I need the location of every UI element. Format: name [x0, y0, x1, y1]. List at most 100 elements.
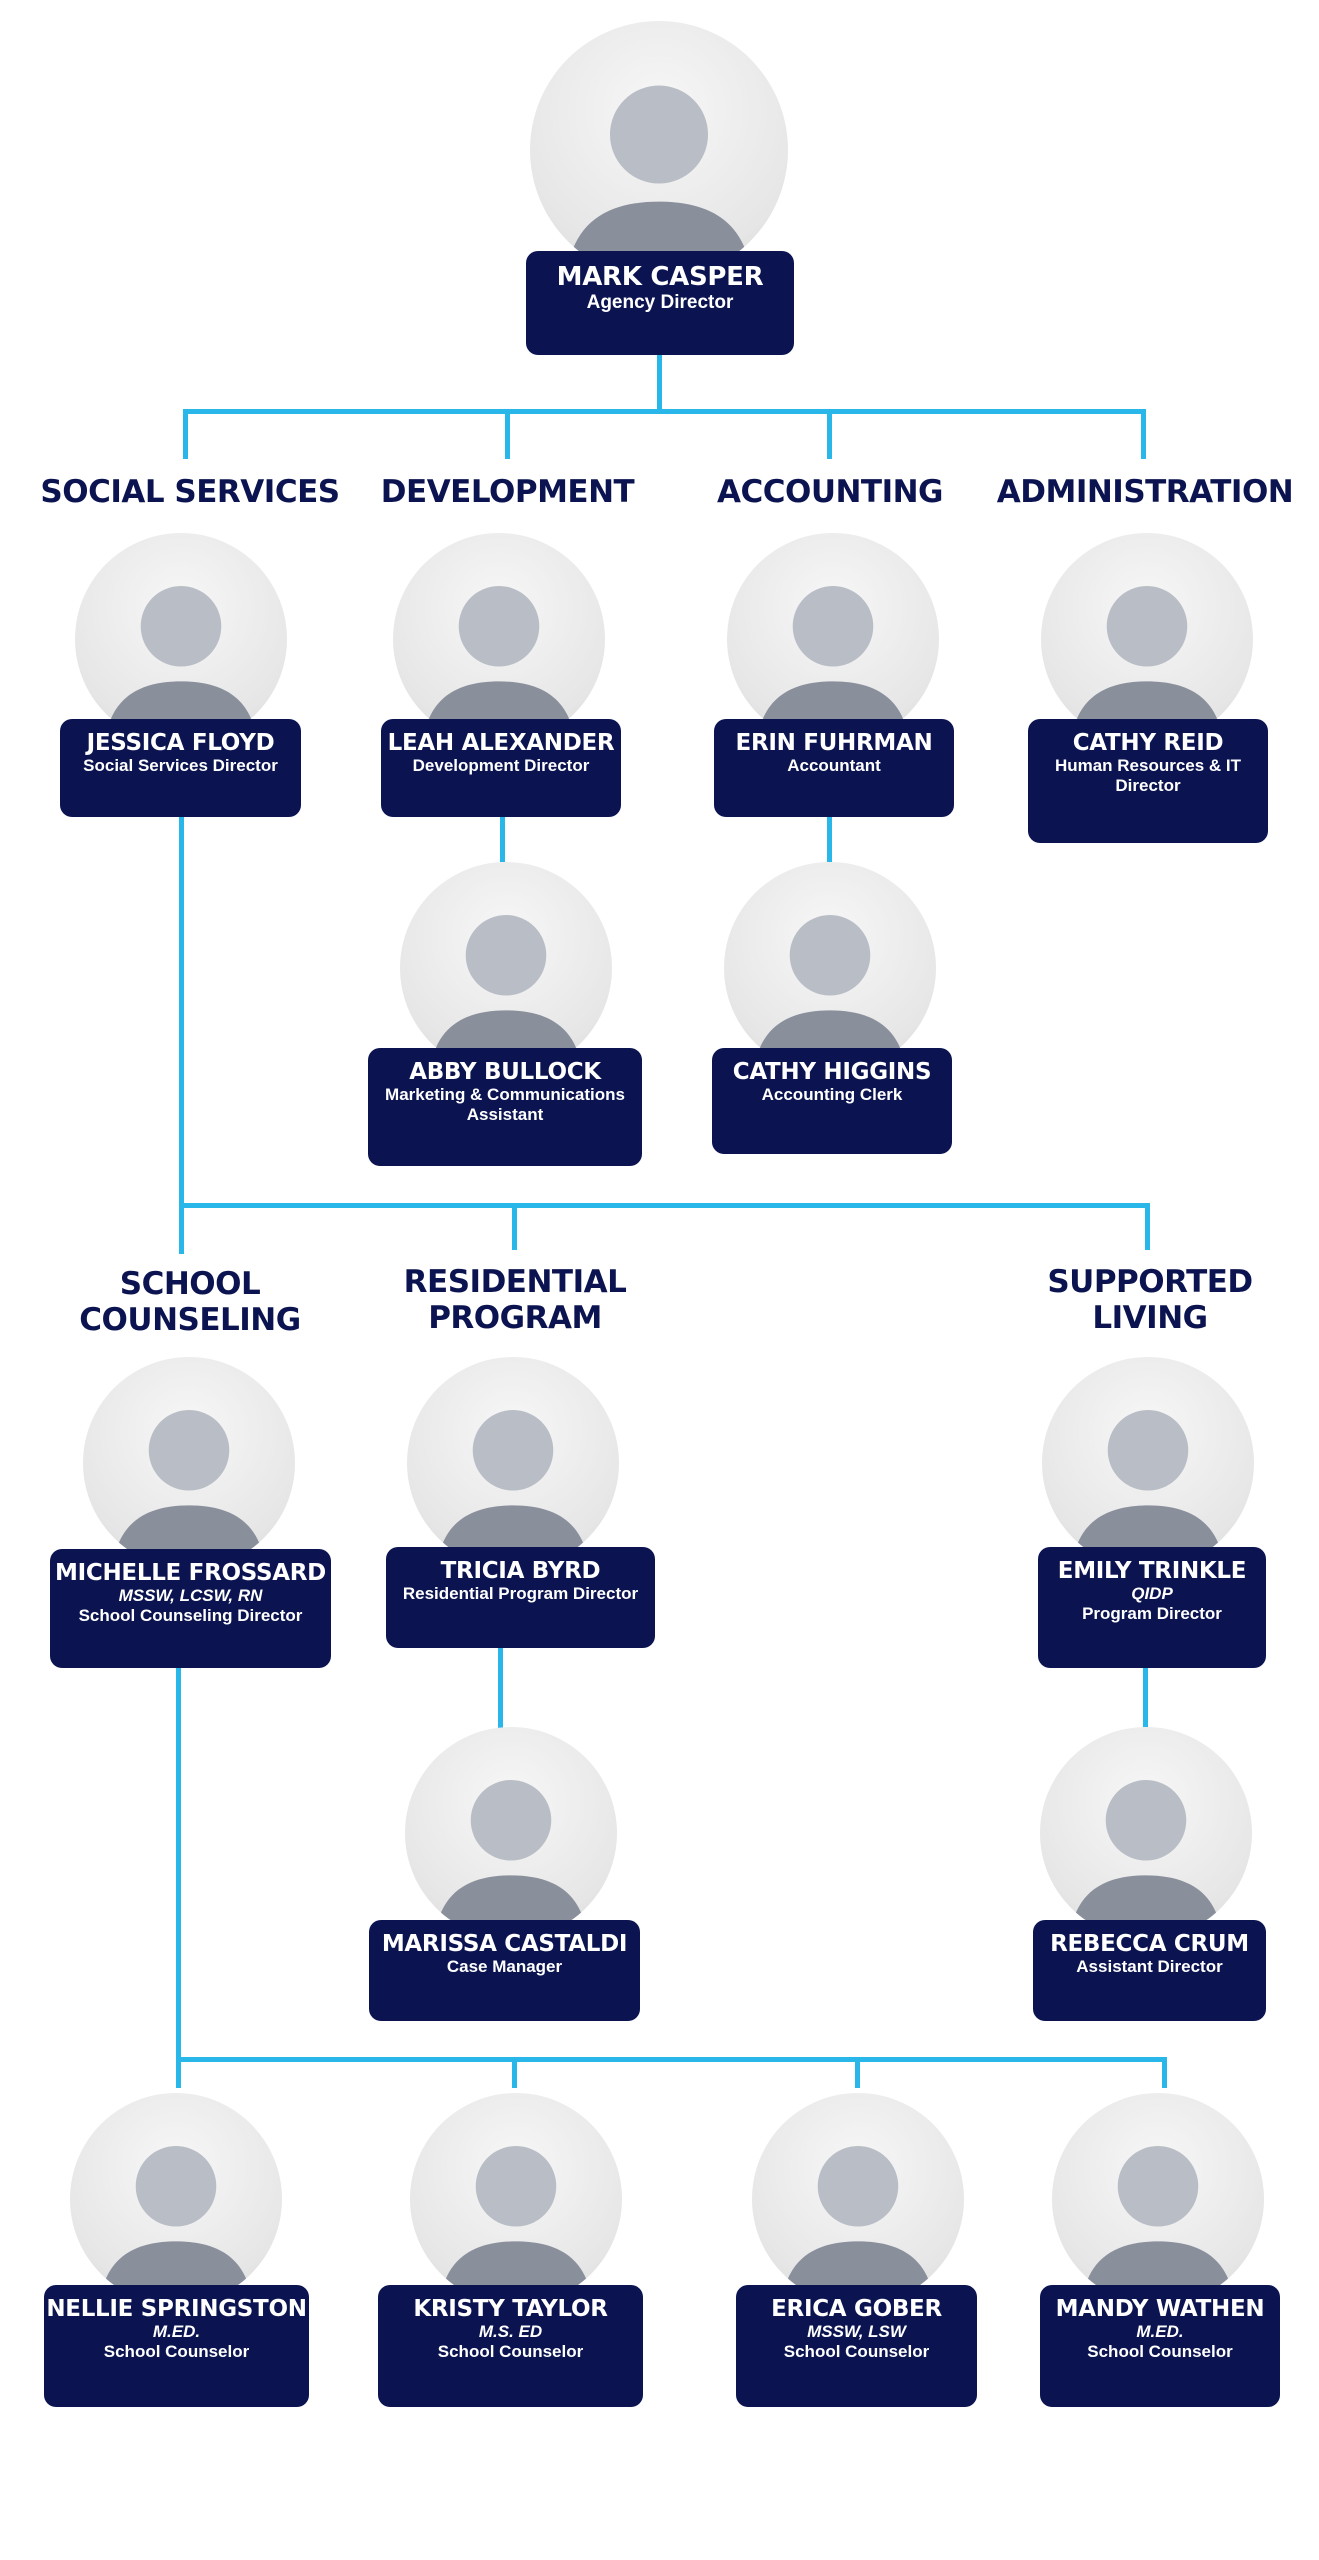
dept-heading-administration: ADMINISTRATION	[996, 474, 1294, 510]
connector-line	[176, 1668, 181, 2088]
heading-line: RESIDENTIAL	[403, 1264, 627, 1300]
portrait-silhouette-icon	[436, 1410, 590, 1569]
person-name: NELLIE SPRINGSTON	[46, 2296, 307, 2322]
connector-line	[498, 1648, 503, 1728]
person-name: MARISSA CASTALDI	[381, 1931, 628, 1957]
avatar-leah-alexander	[393, 533, 605, 745]
connector-line	[827, 815, 832, 862]
person-role: Development Director	[412, 756, 590, 775]
connector-line	[500, 815, 505, 862]
portrait-silhouette-icon	[99, 2146, 253, 2305]
person-role: Social Services Director	[83, 756, 278, 775]
person-role: School Counselor	[103, 2342, 250, 2361]
connector-line	[505, 409, 510, 459]
avatar-cathy-reid	[1041, 533, 1253, 745]
person-name: TRICIA BYRD	[440, 1558, 601, 1584]
dept-heading-development: DEVELOPMENT	[380, 474, 635, 510]
person-credentials: M.ED.	[1136, 2322, 1184, 2341]
person-credentials: MSSW, LCSW, RN	[118, 1586, 263, 1605]
person-credentials: QIDP	[1131, 1584, 1173, 1603]
card-cathy-higgins: CATHY HIGGINS Accounting Clerk	[712, 1048, 952, 1154]
avatar-emily-trinkle	[1042, 1357, 1254, 1569]
portrait-silhouette-icon	[1069, 1780, 1223, 1939]
portrait-silhouette-icon	[1070, 586, 1224, 745]
person-name: LEAH ALEXANDER	[387, 730, 615, 756]
card-mandy-wathen: MANDY WATHEN M.ED. School Counselor	[1040, 2285, 1280, 2407]
connector-line	[1141, 409, 1146, 459]
avatar-kristy-taylor	[410, 2093, 622, 2305]
person-credentials: M.ED.	[152, 2322, 201, 2341]
heading-line: LIVING	[1092, 1300, 1208, 1336]
card-jessica-floyd: JESSICA FLOYD Social Services Director	[60, 719, 301, 817]
person-role: Assistant Director	[1076, 1957, 1223, 1976]
connector-line	[1162, 2057, 1167, 2088]
connector-line	[827, 409, 832, 459]
avatar-mandy-wathen	[1052, 2093, 1264, 2305]
avatar-marissa-castaldi	[405, 1727, 617, 1939]
person-name: MANDY WATHEN	[1055, 2296, 1265, 2322]
avatar-michelle-frossard	[83, 1357, 295, 1569]
person-role: School Counseling Director	[78, 1606, 303, 1625]
person-role: Residential Program Director	[402, 1584, 639, 1603]
card-cathy-reid: CATHY REID Human Resources & IT Director	[1028, 719, 1268, 843]
connector-line	[512, 1203, 517, 1250]
person-role: School Counselor	[783, 2342, 930, 2361]
avatar-abby-bullock	[400, 862, 612, 1074]
avatar-nellie-springston	[70, 2093, 282, 2305]
dept-heading-accounting: ACCOUNTING	[716, 474, 944, 510]
person-name: REBECCA CRUM	[1050, 1931, 1249, 1957]
connector-line	[1143, 1665, 1148, 1728]
person-role: Agency Director	[586, 292, 734, 313]
card-abby-bullock: ABBY BULLOCK Marketing & Communications …	[368, 1048, 642, 1166]
card-leah-alexander: LEAH ALEXANDER Development Director	[381, 719, 621, 817]
person-name: CATHY REID	[1072, 730, 1224, 756]
avatar-mark-casper	[530, 21, 788, 279]
card-emily-trinkle: EMILY TRINKLE QIDP Program Director	[1038, 1547, 1266, 1668]
card-rebecca-crum: REBECCA CRUM Assistant Director	[1033, 1920, 1266, 2021]
person-role: Accounting Clerk	[761, 1085, 903, 1104]
connector-line	[179, 815, 184, 1254]
avatar-erin-fuhrman	[727, 533, 939, 745]
portrait-silhouette-icon	[753, 915, 907, 1074]
connector-line	[1145, 1203, 1150, 1250]
person-name: CATHY HIGGINS	[732, 1059, 932, 1085]
dept-heading-social-services: SOCIAL SERVICES	[40, 474, 340, 510]
portrait-silhouette-icon	[566, 85, 752, 279]
person-name: ERICA GOBER	[771, 2296, 942, 2322]
portrait-silhouette-icon	[756, 586, 910, 745]
portrait-silhouette-icon	[1071, 1410, 1225, 1569]
card-kristy-taylor: KRISTY TAYLOR M.S. ED School Counselor	[378, 2285, 643, 2407]
avatar-jessica-floyd	[75, 533, 287, 745]
card-erica-gober: ERICA GOBER MSSW, LSW School Counselor	[736, 2285, 977, 2407]
avatar-cathy-higgins	[724, 862, 936, 1074]
person-role: Human Resources & IT Director	[1054, 756, 1242, 795]
person-name: MICHELLE FROSSARD	[55, 1560, 326, 1586]
connector-line	[512, 2057, 517, 2088]
person-credentials: MSSW, LSW	[807, 2322, 906, 2341]
card-nellie-springston: NELLIE SPRINGSTON M.ED. School Counselor	[44, 2285, 309, 2407]
person-name: KRISTY TAYLOR	[413, 2296, 608, 2322]
card-mark-casper: MARK CASPER Agency Director	[526, 251, 794, 355]
person-name: ERIN FUHRMAN	[735, 730, 933, 756]
portrait-silhouette-icon	[112, 1410, 266, 1569]
dept-heading-residential-program: RESIDENTIAL PROGRAM	[365, 1264, 665, 1336]
dept-heading-school-counseling: SCHOOL COUNSELING	[40, 1266, 340, 1338]
dept-heading-supported-living: SUPPORTED LIVING	[1000, 1264, 1300, 1336]
person-name: MARK CASPER	[556, 262, 764, 292]
heading-line: COUNSELING	[79, 1302, 301, 1338]
card-michelle-frossard: MICHELLE FROSSARD MSSW, LCSW, RN School …	[50, 1549, 331, 1668]
card-erin-fuhrman: ERIN FUHRMAN Accountant	[714, 719, 954, 817]
portrait-silhouette-icon	[1081, 2146, 1235, 2305]
portrait-silhouette-icon	[104, 586, 258, 745]
connector-line	[855, 2057, 860, 2088]
heading-line: SCHOOL	[119, 1266, 261, 1302]
person-role: Program Director	[1082, 1604, 1222, 1623]
portrait-silhouette-icon	[429, 915, 583, 1074]
portrait-silhouette-icon	[439, 2146, 593, 2305]
heading-line: SUPPORTED	[1047, 1264, 1253, 1300]
person-credentials: M.S. ED	[478, 2322, 543, 2341]
person-role: School Counselor	[1087, 2342, 1233, 2361]
person-name: JESSICA FLOYD	[86, 730, 275, 756]
connector-line	[183, 409, 188, 459]
